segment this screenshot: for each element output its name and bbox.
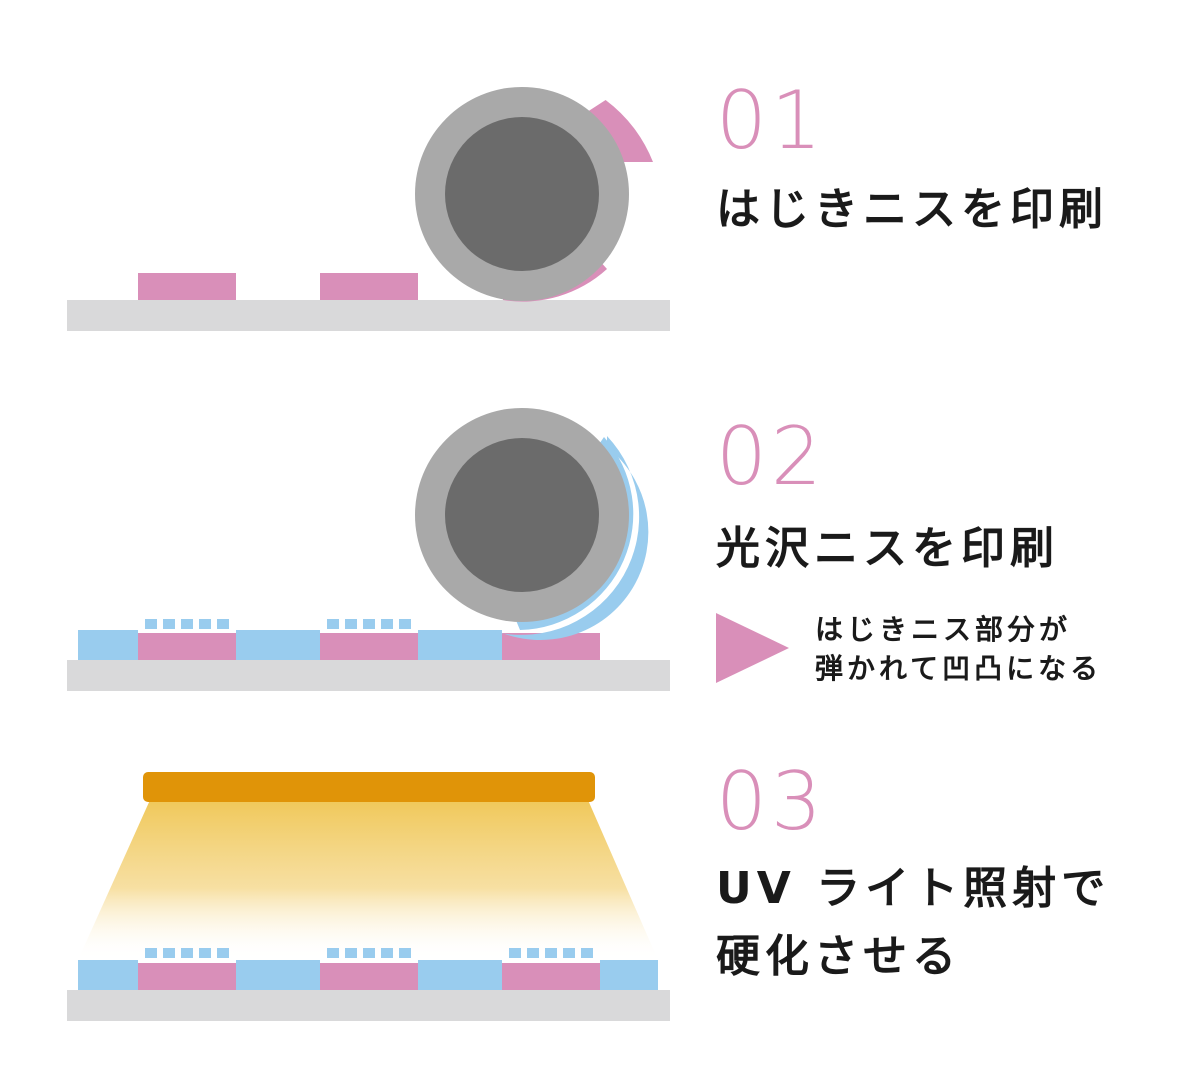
pink-varnish-block (138, 273, 236, 300)
step-2-illustration (67, 408, 670, 691)
pink-varnish-block (320, 273, 418, 300)
blue-varnish-block (418, 630, 502, 660)
blue-varnish-block (418, 960, 502, 990)
blue-varnish-block (236, 960, 320, 990)
pink-varnish-block (320, 633, 418, 660)
substrate (67, 660, 670, 691)
blue-varnish-block (600, 960, 658, 990)
pink-varnish-block (138, 633, 236, 660)
blue-varnish-block (236, 630, 320, 660)
substrate (67, 300, 670, 331)
step-title: UV ライト照射で (716, 863, 1110, 914)
roller-icon (415, 408, 629, 622)
blue-varnish-block (78, 630, 138, 660)
step-number: 03 (716, 755, 826, 848)
step-title: 硬化させる (716, 931, 961, 982)
step-title: 光沢ニスを印刷 (716, 523, 1059, 574)
step-1-illustration (67, 87, 670, 331)
step-title: はじきニスを印刷 (716, 184, 1108, 235)
step-number: 01 (716, 74, 826, 167)
blue-varnish-block (78, 960, 138, 990)
note-line-1: はじきニス部分が (815, 613, 1071, 646)
pink-varnish-block (138, 963, 236, 990)
step-number: 02 (716, 410, 826, 503)
roller-icon (415, 87, 629, 301)
uv-light-beam (78, 800, 658, 960)
triangle-arrow-icon (716, 613, 789, 683)
repelled-dots (145, 948, 593, 958)
substrate (67, 990, 670, 1021)
step-3-illustration (67, 772, 670, 1021)
pink-varnish-block (502, 963, 600, 990)
note-line-2: 弾かれて凹凸になる (815, 652, 1102, 685)
repelled-dots (145, 619, 411, 629)
pink-varnish-block (320, 963, 418, 990)
uv-lamp-icon (143, 772, 595, 802)
